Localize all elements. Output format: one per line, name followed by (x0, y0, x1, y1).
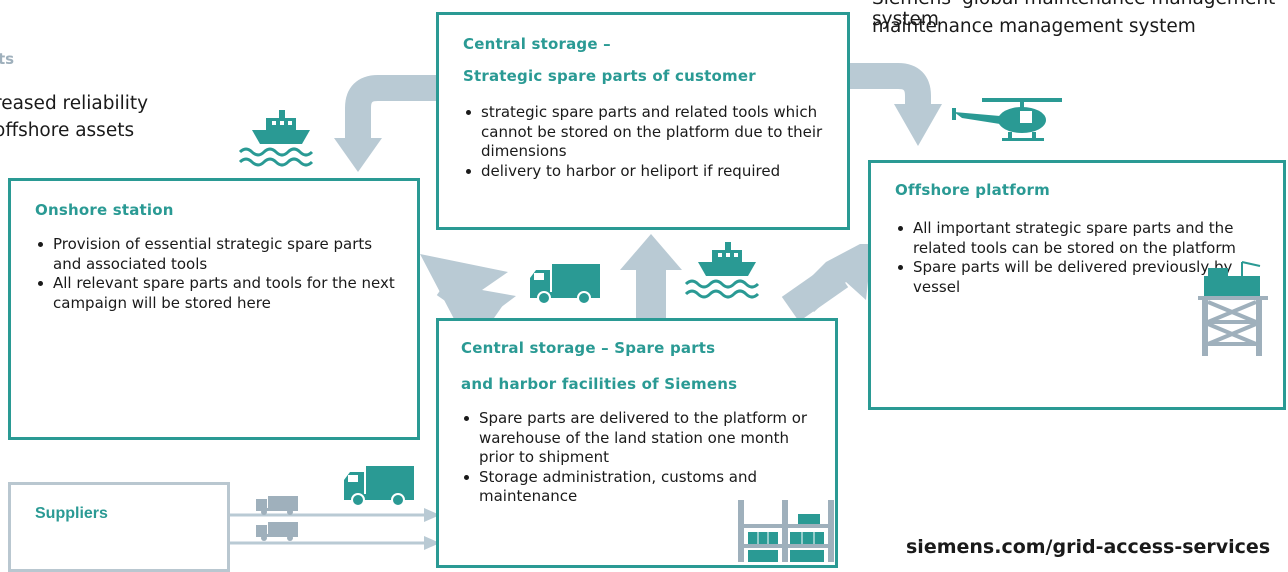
arrow-central-to-onshore-head (334, 138, 382, 172)
central-strategic-title-1: Central storage – (463, 35, 611, 53)
suppliers-title: Suppliers (35, 505, 108, 522)
central-strategic-list: strategic spare parts and related tools … (463, 103, 841, 181)
offshore-list: All important strategic spare parts and … (895, 219, 1263, 297)
platform-icon (1198, 261, 1268, 356)
central-siemens-title-2: and harbor facilities of Siemens (461, 375, 738, 393)
ship-icon (684, 242, 760, 299)
warehouse-icon (738, 500, 834, 562)
arrow-siemens-to-onshore-shaft (436, 270, 504, 330)
truck-icon (344, 466, 414, 507)
left-partial-line1: reased reliability (0, 93, 149, 114)
arrow-central-to-offshore (848, 63, 931, 106)
list-item: All important strategic spare parts and … (898, 219, 1263, 258)
ship-icon (238, 110, 314, 167)
central-siemens-list: Spare parts are delivered to the platfor… (461, 409, 829, 507)
top-right-line2: maintenance management system (872, 16, 1196, 37)
arrow-siemens-to-central-head (620, 234, 682, 270)
list-item: All relevant spare parts and tools for t… (38, 274, 403, 313)
central-strategic-title-2: Strategic spare parts of customer (463, 67, 756, 85)
helicopter-icon (952, 98, 1062, 141)
top-right-partial: Siemens' global maintenance management s… (872, 0, 1275, 30)
list-item: Provision of essential strategic spare p… (38, 235, 403, 274)
offshore-title: Offshore platform (895, 181, 1050, 199)
supplier-arrowhead-2 (424, 536, 440, 550)
arrow-central-to-offshore-head (894, 104, 942, 146)
arrow-siemens-to-offshore-head (796, 244, 872, 312)
arrow-siemens-to-central-shaft (636, 268, 666, 318)
list-item: delivery to harbor or heliport if requir… (466, 162, 841, 182)
list-item: strategic spare parts and related tools … (466, 103, 841, 162)
truck-icon (530, 264, 600, 305)
suppliers-box: Suppliers (8, 482, 230, 572)
list-item: Spare parts are delivered to the platfor… (464, 409, 829, 468)
central-siemens-title-1: Central storage – Spare parts (461, 339, 716, 357)
footer-url[interactable]: siemens.com/grid-access-services (906, 536, 1271, 558)
onshore-title: Onshore station (35, 201, 174, 219)
supplier-arrowhead-1 (424, 508, 440, 522)
list-item: Storage administration, customs and main… (464, 468, 829, 507)
left-partial-line2: offshore assets (0, 120, 135, 141)
arrow-central-to-onshore (345, 75, 436, 140)
list-item: Spare parts will be delivered previously… (898, 258, 1263, 297)
onshore-station-box: Onshore station Provision of essential s… (8, 178, 420, 440)
onshore-list: Provision of essential strategic spare p… (35, 235, 403, 313)
central-storage-strategic-box: Central storage – Strategic spare parts … (436, 12, 850, 230)
truck-icon (256, 522, 298, 541)
left-partial-heading: ts (0, 50, 15, 68)
truck-icon (256, 496, 298, 515)
